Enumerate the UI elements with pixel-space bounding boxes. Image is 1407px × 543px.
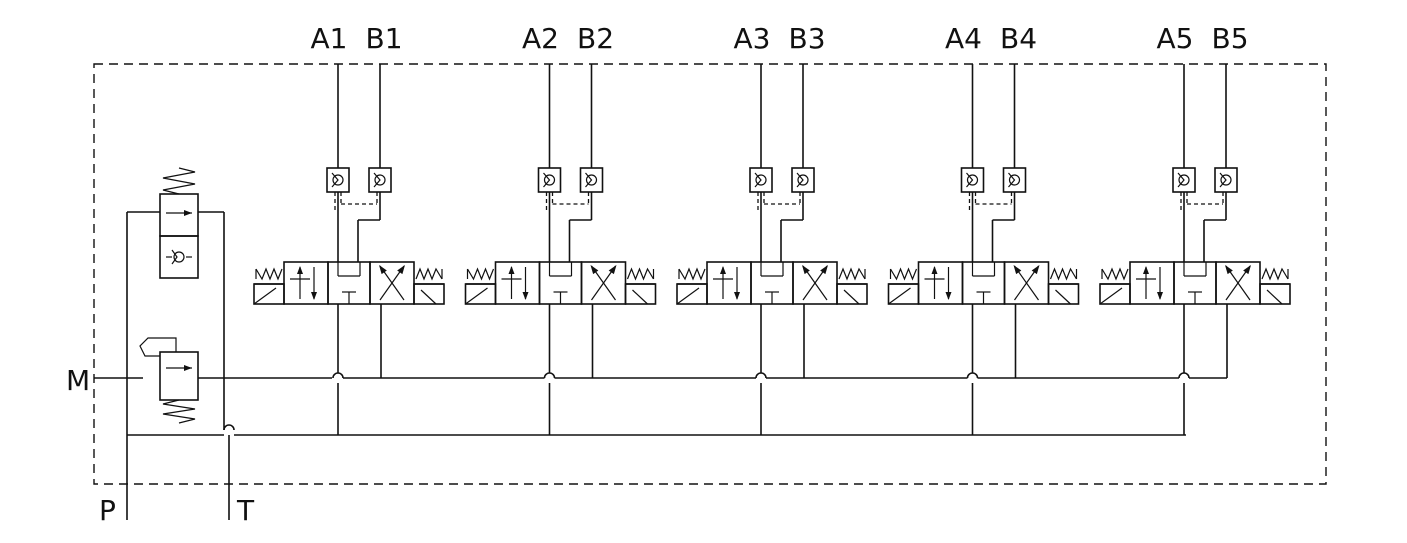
check-valve-icon [755, 174, 767, 186]
spring-icon [678, 267, 706, 281]
spring-icon [838, 267, 866, 281]
port-label-a: A2 [522, 22, 559, 55]
valve-section-2: A2 B2 [464, 22, 756, 435]
solenoid-left [1099, 283, 1131, 305]
line-jumper [966, 372, 979, 379]
solenoid-right [1259, 283, 1291, 305]
check-valve-icon [332, 174, 344, 186]
valve-section-4: A4 B4 [887, 22, 1179, 435]
spring-icon [162, 399, 196, 424]
solenoid-right [1047, 283, 1080, 305]
check-valve-icon [585, 174, 598, 186]
spring-icon [162, 167, 196, 195]
check-valve-icon [1008, 174, 1021, 186]
line-jumper [543, 372, 556, 379]
spring-icon [626, 267, 655, 281]
pressure-relief-valve [139, 337, 332, 424]
port-label-b: B4 [1000, 22, 1037, 55]
port-label-a: A3 [734, 22, 771, 55]
check-valve-icon [966, 174, 979, 186]
check-valve-icon [543, 174, 556, 186]
check-valve-icon [374, 174, 386, 186]
spool-position-right [580, 261, 627, 305]
valve-section-5: A5 B5 [1099, 22, 1291, 435]
line-jumper [755, 372, 767, 379]
valve-section-1: A1 B1 [253, 22, 545, 435]
spool-position-right [1003, 261, 1050, 305]
spool-position-right [369, 261, 415, 305]
spring-icon [1261, 267, 1289, 281]
valve-block-boundary [93, 63, 1327, 485]
solenoid-right [836, 283, 868, 305]
check-valve-icon [1220, 174, 1232, 186]
port-label-a: A4 [945, 22, 982, 55]
spool-position-right [792, 261, 838, 305]
valve-section-3: A3 B3 [676, 22, 968, 435]
check-valve-icon [797, 174, 809, 186]
line-jumper [332, 372, 344, 379]
spool-position-right [1215, 261, 1261, 305]
inlet-section [94, 167, 332, 520]
spring-icon [889, 267, 918, 281]
port-label-p: P [99, 494, 116, 527]
solenoid-left [887, 283, 920, 305]
spring-icon [415, 267, 443, 281]
valve-sections: A1 B1 A2 B2 A3 B3 A4 B4 A5 B5 [253, 22, 1291, 435]
solenoid-left [253, 283, 285, 305]
port-label-b: B1 [365, 22, 402, 55]
port-label-b: B5 [1211, 22, 1248, 55]
solenoid-right [624, 283, 657, 305]
port-label-m: M [66, 364, 90, 397]
spring-icon [1101, 267, 1129, 281]
line-jumper [1178, 372, 1190, 379]
port-label-a: A1 [311, 22, 348, 55]
inlet-check-valve [159, 167, 199, 279]
solenoid-left [464, 283, 497, 305]
port-label-t: T [236, 494, 255, 527]
port-label-a: A5 [1157, 22, 1194, 55]
spring-icon [255, 267, 283, 281]
check-valve-icon [1178, 174, 1190, 186]
solenoid-right [413, 283, 445, 305]
port-label-b: B2 [577, 22, 614, 55]
port-label-b: B3 [788, 22, 825, 55]
spring-icon [466, 267, 495, 281]
solenoid-left [676, 283, 708, 305]
spring-icon [1049, 267, 1078, 281]
